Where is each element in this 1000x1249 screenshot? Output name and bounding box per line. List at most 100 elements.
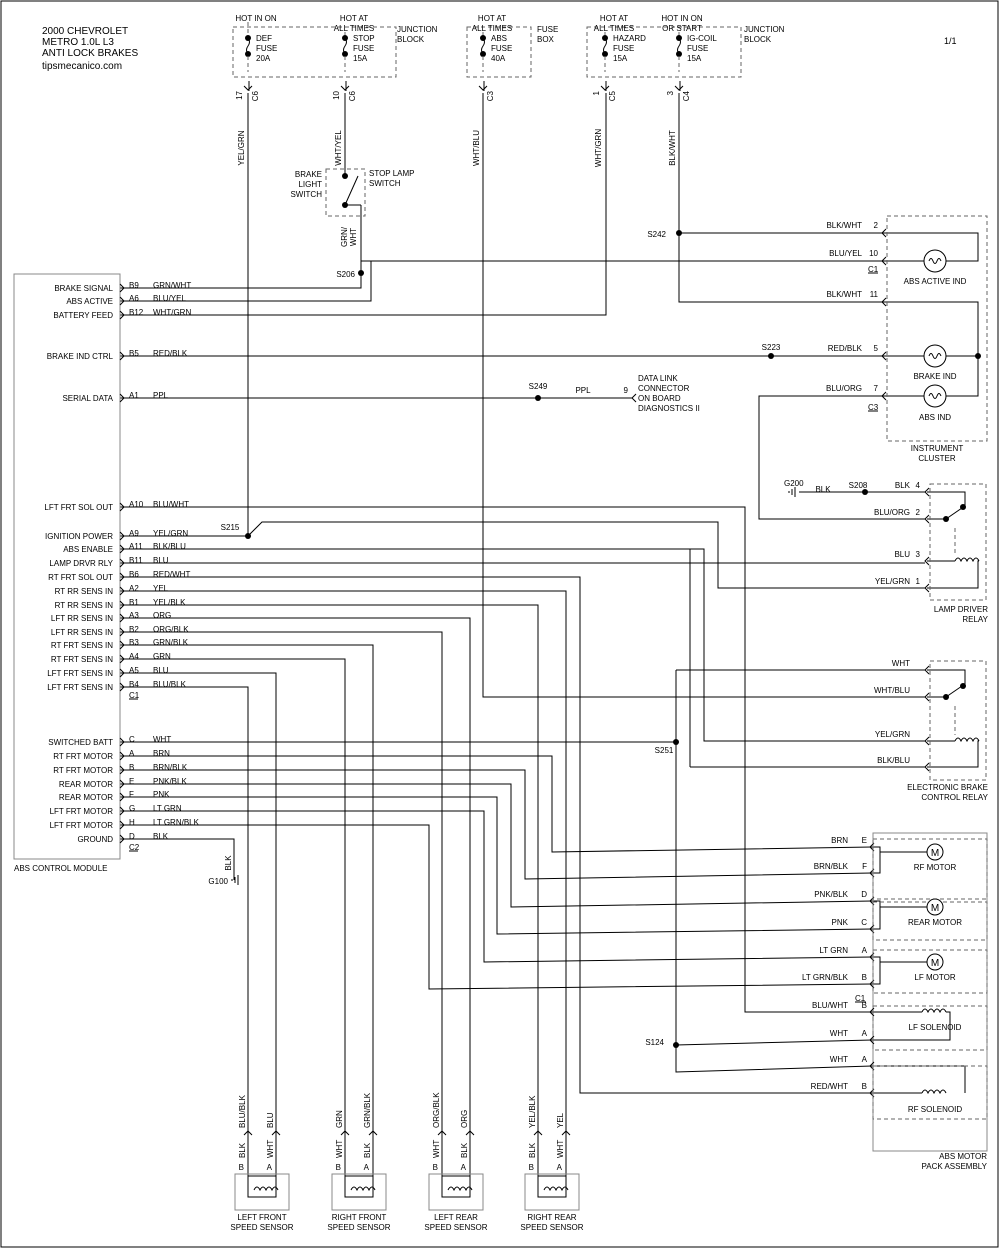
wire-color: BLK [460, 1142, 469, 1158]
pin-mark [924, 487, 930, 497]
wire-color: PNK [153, 790, 170, 799]
module-pin-id: B3 [129, 638, 139, 647]
wire-color: LT GRN [819, 946, 848, 955]
wire-color: BLK/BLU [153, 542, 186, 551]
wire-color: BLU/ORG [874, 508, 910, 517]
module-pin-label: LFT FRT MOTOR [50, 807, 114, 816]
wire [120, 769, 873, 880]
wire-color: BLK [528, 1142, 537, 1158]
wire-color: ORG [460, 1110, 469, 1128]
wire-color: RED/BLK [828, 344, 863, 353]
wire [120, 93, 607, 316]
pin-mark [869, 1035, 875, 1045]
wire-color: BLK [238, 1142, 247, 1158]
fuse-rating: 40A [491, 54, 506, 63]
junction-block-label: JUNCTION [397, 25, 438, 34]
dlc-label: DIAGNOSTICS II [638, 404, 700, 413]
module-pin-label: LFT FRT SENS IN [47, 669, 113, 678]
switch-terminal [342, 173, 348, 179]
module-pin-id: H [129, 818, 135, 827]
motor-pin: D [861, 890, 867, 899]
wire [120, 548, 925, 742]
wire-color: PNK/BLK [153, 777, 187, 786]
wire-color: BLU/WHT [153, 500, 189, 509]
wire [120, 273, 362, 289]
sensor-pin: B [336, 1163, 341, 1172]
relay-pin: 3 [916, 550, 921, 559]
splice-s251 [673, 739, 679, 745]
switch-label: SWITCH [369, 179, 401, 188]
ground-id: G100 [208, 877, 228, 886]
connector-id: C2 [129, 843, 140, 852]
pin-mark [924, 762, 930, 772]
splice-id: S251 [655, 746, 674, 755]
module-pin-id: B [129, 763, 134, 772]
page-number: 1/1 [944, 36, 957, 46]
module-pin-id: A11 [129, 542, 143, 551]
relay-pin: 1 [916, 577, 921, 586]
motor-pin: B [862, 1001, 867, 1010]
cavity-number: 3 [666, 90, 675, 95]
wire-color: BLU [153, 556, 169, 565]
junction-block-2 [586, 26, 742, 78]
dlc-label: CONNECTOR [638, 384, 690, 393]
lamp-label: ABS ACTIVE IND [904, 277, 967, 286]
module-pin-id: A [129, 749, 135, 758]
fuse-name: DEF [256, 34, 272, 43]
abs-lamp [928, 393, 942, 399]
relay-name: CONTROL RELAY [921, 793, 988, 802]
pin-mark [924, 583, 930, 593]
wire-color: YEL/GRN [875, 730, 910, 739]
fuse-box-label: FUSE [537, 25, 558, 34]
junction-block-label: JUNCTION [744, 25, 785, 34]
module-pin-id: B11 [129, 556, 143, 565]
module-pin-id: D [129, 832, 135, 841]
pin-mark [881, 228, 887, 238]
wire-color: BLU [153, 666, 169, 675]
connector-id: C5 [608, 90, 617, 101]
sensor-name: SPEED SENSOR [230, 1223, 293, 1232]
cavity-number: 10 [332, 90, 341, 99]
pin-mark [631, 393, 637, 403]
fuse-supply-label: ALL TIMES [594, 24, 634, 33]
fuse-name: HAZARD [613, 34, 646, 43]
rf-solenoid-box [872, 1065, 988, 1120]
connector-mark [561, 1130, 571, 1136]
sensor-name: RIGHT FRONT [332, 1213, 387, 1222]
fuse-name: FUSE [613, 44, 634, 53]
sensor-coil-box [344, 1175, 374, 1198]
wire [884, 301, 979, 397]
sensor-pin: B [433, 1163, 438, 1172]
wire-color: YEL/GRN [237, 130, 246, 165]
relay-contact [960, 504, 966, 510]
sensor-name: RIGHT REAR [527, 1213, 576, 1222]
wire [120, 686, 249, 1131]
sensor-coil-box [441, 1175, 471, 1198]
coil [253, 1186, 279, 1192]
wire [927, 491, 966, 506]
splice-id: S124 [645, 1038, 664, 1047]
sensor-name: LEFT REAR [434, 1213, 478, 1222]
module-pin-label: LFT FRT SOL OUT [44, 503, 113, 512]
pin-mark [924, 665, 930, 675]
rear-motor-icon: M [931, 903, 939, 914]
module-pin-id: E [129, 777, 134, 786]
pin-mark [119, 779, 125, 789]
module-pin-label: ABS ENABLE [63, 545, 113, 554]
lf-solenoid-box [872, 1005, 988, 1051]
pin-mark [119, 586, 125, 596]
wire [482, 93, 925, 698]
connector-id: C1 [868, 265, 879, 274]
wire [120, 838, 235, 880]
fuse-terminal [245, 51, 251, 57]
pin-mark [119, 654, 125, 664]
fuse-name: ABS [491, 34, 507, 43]
connector-mark [271, 1130, 281, 1136]
wire-color: RED/WHT [811, 1082, 848, 1091]
splice-id: S223 [762, 343, 781, 352]
connector-id: C6 [251, 90, 260, 101]
wire [927, 669, 966, 685]
ebc-relay [929, 660, 987, 781]
fuse-supply-label: ALL TIMES [472, 24, 512, 33]
sensor-name: LEFT FRONT [237, 1213, 286, 1222]
